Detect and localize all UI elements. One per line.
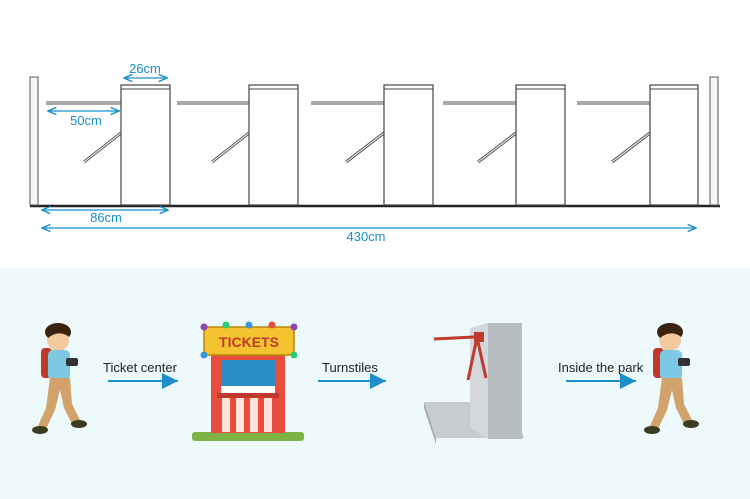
flow-step-turnstiles: Turnstiles bbox=[322, 360, 378, 375]
left-end-post bbox=[29, 76, 39, 206]
box-width-label: 26cm bbox=[129, 61, 161, 76]
flow-step-ticket-center: Ticket center bbox=[103, 360, 177, 375]
flow-step-inside-park: Inside the park bbox=[558, 360, 644, 375]
turnstile-unit bbox=[443, 84, 566, 206]
turnstile-unit bbox=[311, 84, 434, 206]
arm-length-label: 50cm bbox=[70, 113, 102, 128]
turnstile-layout-svg: 26cm 50cm 86cm 430cm bbox=[29, 61, 720, 244]
camera-icon bbox=[66, 358, 78, 366]
visitor-icon bbox=[644, 323, 699, 434]
turnstile-unit bbox=[177, 84, 299, 206]
visitor-flow-panel: TICKETS Ticket c bbox=[0, 268, 750, 499]
right-end-post bbox=[709, 76, 719, 206]
turnstile-dimension-drawing: 26cm 50cm 86cm 430cm bbox=[29, 61, 720, 244]
ticket-booth-icon: TICKETS bbox=[192, 321, 304, 441]
booth-sign-text: TICKETS bbox=[219, 334, 279, 350]
turnstile-unit bbox=[577, 84, 699, 206]
visitor-icon bbox=[32, 323, 87, 434]
turnstile-unit bbox=[46, 84, 171, 206]
total-width-label: 430cm bbox=[346, 229, 385, 244]
unit-width-label: 86cm bbox=[90, 210, 122, 225]
visitor-flow-svg: TICKETS bbox=[32, 321, 699, 444]
turnstile-photo-icon bbox=[424, 323, 524, 444]
